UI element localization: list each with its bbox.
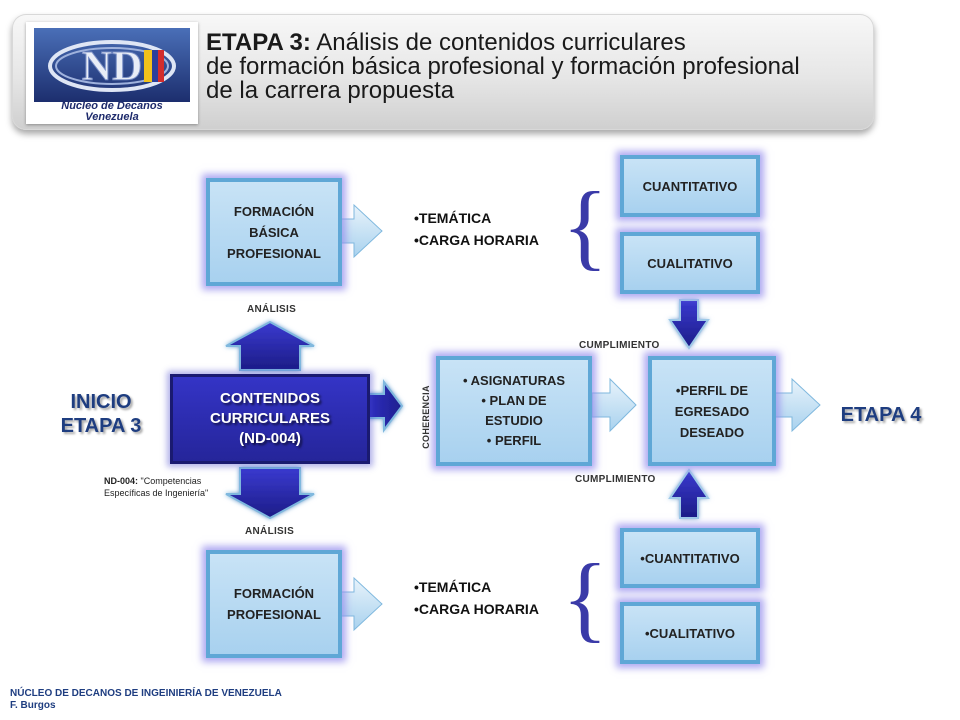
- list-tematica-bottom: •TEMÁTICA •CARGA HORARIA: [414, 576, 539, 620]
- box-perfil-egresado: •PERFIL DE EGRESADO DESEADO: [648, 356, 776, 466]
- box-contenidos-curriculares-label: CONTENIDOS CURRICULARES (ND-004): [210, 390, 330, 447]
- footer: NÚCLEO DE DECANOS DE INGEINIERÍA DE VENE…: [10, 688, 282, 712]
- box-perfil-egresado-label: •PERFIL DE EGRESADO DESEADO: [674, 382, 750, 440]
- box-cuantitativo-top: CUANTITATIVO: [620, 155, 760, 217]
- logo-caption-line2: Venezuela: [85, 111, 139, 123]
- box-cuantitativo-bottom-label: •CUANTITATIVO: [640, 550, 740, 566]
- logo-mark: ND: [82, 44, 143, 90]
- brace-bottom-icon: {: [562, 544, 608, 651]
- arrow-asignaturas-to-perfil-icon: [591, 377, 637, 433]
- note-nd004: ND-004: "Competencias Específicas de Ing…: [104, 475, 244, 499]
- arrow-up-analisis-icon: [225, 320, 315, 371]
- label-etapa4: ETAPA 4: [840, 404, 922, 426]
- box-formacion-profesional-label: FORMACIÓN PROFESIONAL: [227, 586, 321, 622]
- box-asignaturas: • ASIGNATURAS • PLAN DE ESTUDIO • PERFIL: [436, 356, 592, 466]
- label-analisis-bottom: ANÁLISIS: [245, 526, 295, 537]
- box-cualitativo-bottom-label: •CUALITATIVO: [644, 625, 735, 641]
- list-tematica-top: •TEMÁTICA •CARGA HORARIA: [414, 207, 539, 251]
- brace-top-icon: {: [562, 172, 608, 279]
- arrow-right-coherencia-icon: [367, 379, 404, 433]
- box-formacion-basica: FORMACIÓN BÁSICA PROFESIONAL: [206, 178, 342, 286]
- logo: ND Núcleo de Decanos Venezuela: [26, 22, 198, 124]
- box-formacion-basica-label: FORMACIÓN BÁSICA PROFESIONAL: [227, 203, 321, 261]
- arrow-perfil-to-etapa4-icon: [771, 377, 821, 433]
- box-cualitativo-top-label: CUALITATIVO: [647, 255, 733, 271]
- box-cualitativo-top: CUALITATIVO: [620, 232, 760, 294]
- logo-caption-line1: Núcleo de Decanos: [61, 100, 163, 112]
- title-bold: ETAPA 3:: [206, 29, 311, 56]
- box-cualitativo-bottom: •CUALITATIVO: [620, 602, 760, 664]
- label-inicio-etapa3: INICIO ETAPA 3: [60, 391, 142, 437]
- logo-caption: Núcleo de Decanos Venezuela: [26, 101, 198, 123]
- box-formacion-profesional: FORMACIÓN PROFESIONAL: [206, 550, 342, 658]
- arrow-down-analisis-icon: [225, 467, 315, 520]
- box-cuantitativo-top-label: CUANTITATIVO: [642, 178, 738, 194]
- note-nd004-text: "Competencias Específicas de Ingeniería": [104, 476, 209, 498]
- arrow-profesional-to-tematica-icon: [335, 576, 383, 632]
- label-cumplimiento-top: CUMPLIMIENTO: [579, 340, 660, 351]
- page-title: ETAPA 3: Análisis de contenidos curricul…: [206, 31, 876, 103]
- footer-line2: F. Burgos: [10, 700, 56, 711]
- list-item: •CARGA HORARIA: [414, 232, 539, 248]
- title-line3: de la carrera propuesta: [206, 77, 455, 104]
- title-line1: Análisis de contenidos curriculares: [310, 29, 686, 56]
- list-item: •TEMÁTICA: [414, 210, 492, 226]
- arrow-up-cumplimiento-icon: [668, 468, 710, 519]
- list-item: •CARGA HORARIA: [414, 601, 539, 617]
- arrow-down-cumplimiento-icon: [668, 299, 710, 350]
- label-coherencia: COHERENCIA: [421, 385, 431, 449]
- logo-emblem-icon: ND: [34, 28, 190, 102]
- label-analisis-top: ANÁLISIS: [247, 304, 297, 315]
- note-nd004-bold: ND-004:: [104, 476, 139, 486]
- footer-line1: NÚCLEO DE DECANOS DE INGEINIERÍA DE VENE…: [10, 688, 282, 699]
- title-line2: de formación básica profesional y formac…: [206, 53, 800, 80]
- list-item: •TEMÁTICA: [414, 579, 492, 595]
- label-cumplimiento-bottom: CUMPLIMIENTO: [575, 474, 656, 485]
- box-cuantitativo-bottom: •CUANTITATIVO: [620, 528, 760, 588]
- box-contenidos-curriculares: CONTENIDOS CURRICULARES (ND-004): [170, 374, 370, 464]
- arrow-basica-to-tematica-icon: [335, 203, 383, 259]
- box-asignaturas-label: • ASIGNATURAS • PLAN DE ESTUDIO • PERFIL: [462, 373, 566, 448]
